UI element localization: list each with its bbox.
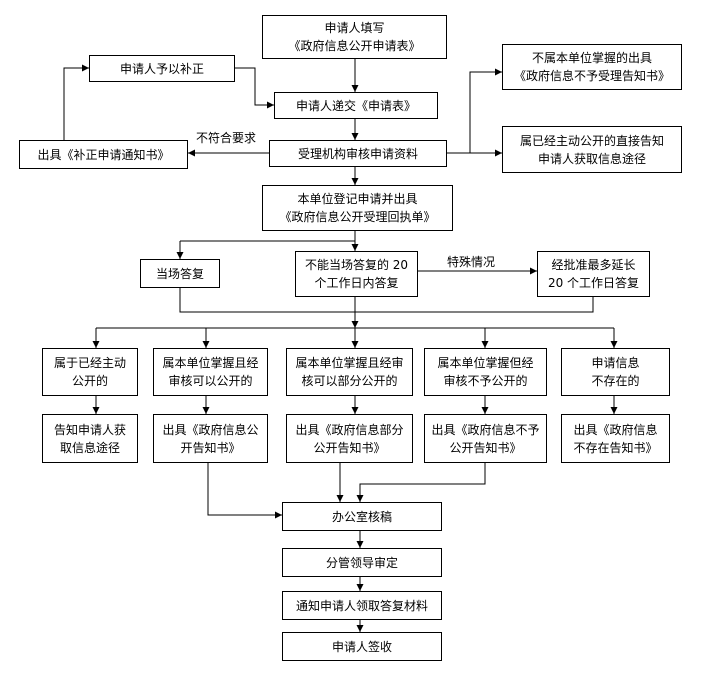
edge-correction-to-submit-arrowhead (267, 101, 274, 109)
node-out2: 出具《政府信息公 开告知书》 (153, 414, 268, 463)
node-not-held-text: 不属本单位掌握的出具 《政府信息不予受理告知书》 (513, 51, 670, 83)
node-already-public-text: 属已经主动公开的直接告知 申请人获取信息途径 (519, 133, 664, 166)
node-issue-supplement: 出具《补正申请通知书》 (19, 140, 188, 169)
node-out3: 出具《政府信息部分 公开告知书》 (286, 414, 413, 463)
node-within-20: 不能当场答复的 20 个工作日内答复 (295, 251, 418, 297)
label-not-meet: 不符合要求 (196, 131, 257, 145)
node-fill-form: 申请人填写 《政府信息公开申请表》 (262, 15, 447, 59)
node-cat1: 属于已经主动 公开的 (42, 348, 138, 396)
node-out4-text: 出具《政府信息不予 公开告知书》 (431, 422, 540, 455)
edge-split-to-immediate-arrowhead (176, 252, 184, 259)
edge-fill-to-submit-arrowhead (351, 85, 359, 92)
edge-cat4-out4-arrowhead (481, 407, 489, 414)
edge-notify-to-sign-arrowhead (356, 625, 364, 632)
label-special: 特殊情况 (447, 255, 496, 269)
edge-dist-cat1-arrowhead (92, 341, 100, 348)
edge-cat2-out2-arrowhead (202, 407, 210, 414)
node-out5: 出具《政府信息 不存在告知书》 (561, 414, 670, 463)
edge-cat3-out3-arrowhead (351, 407, 359, 414)
node-extended: 经批准最多延长 20 个工作日答复 (537, 251, 650, 297)
edge-review-to-issue-arrowhead (188, 149, 195, 157)
node-cat3-text: 属本单位掌握且经审 核可以部分公开的 (295, 356, 404, 388)
node-correction-text: 申请人予以补正 (119, 61, 204, 76)
node-cat2: 属本单位掌握且经 审核可以公开的 (153, 348, 268, 396)
edge-gather-down-arrowhead (351, 321, 359, 328)
edge-within20-to-extended-arrowhead (530, 267, 537, 275)
node-correction: 申请人予以补正 (89, 55, 235, 82)
node-cat2-text: 属本单位掌握且经 审核可以公开的 (162, 356, 259, 388)
edge-split-to-within20-arrowhead (351, 244, 359, 251)
edge-issue-to-correction-arrowhead (82, 64, 89, 72)
node-office-review-text: 办公室核稿 (331, 509, 392, 524)
edge-cat5-out5-arrowhead (610, 407, 618, 414)
node-submit-form: 申请人递交《申请表》 (274, 92, 438, 119)
edge-issue-to-correction (63, 67, 89, 140)
node-leader-approve-text: 分管领导审定 (325, 555, 398, 570)
node-notify: 通知申请人领取答复材料 (282, 591, 442, 620)
node-within-20-text: 不能当场答复的 20 个工作日内答复 (304, 258, 409, 290)
edge-office-to-leader-arrowhead (356, 541, 364, 548)
edge-review-to-register-arrowhead (351, 178, 359, 185)
node-cat3: 属本单位掌握且经审 核可以部分公开的 (286, 348, 413, 396)
edge-review-to-public-arrowhead (495, 149, 502, 157)
edge-review-to-notheld (447, 71, 502, 154)
node-cat4-text: 属本单位掌握但经 审核不予公开的 (437, 356, 534, 388)
edge-dist-cat5-arrowhead (610, 341, 618, 348)
node-fill-form-text: 申请人填写 《政府信息公开申请表》 (288, 21, 421, 53)
node-not-held: 不属本单位掌握的出具 《政府信息不予受理告知书》 (502, 44, 682, 90)
edge-dist-cat2-arrowhead (202, 341, 210, 348)
node-out1: 告知申请人获 取信息途径 (42, 414, 138, 463)
edge-submit-to-review-arrowhead (351, 133, 359, 140)
node-review: 受理机构审核申请资料 (269, 140, 447, 167)
node-extended-text: 经批准最多延长 20 个工作日答复 (547, 258, 640, 290)
node-register: 本单位登记申请并出具 《政府信息公开受理回执单》 (262, 185, 453, 231)
node-leader-approve: 分管领导审定 (282, 548, 442, 577)
node-notify-text: 通知申请人领取答复材料 (295, 598, 428, 613)
node-immediate-text: 当场答复 (155, 266, 204, 281)
node-out5-text: 出具《政府信息 不存在告知书》 (573, 422, 658, 455)
edge-leader-to-notify-arrowhead (356, 584, 364, 591)
node-cat4: 属本单位掌握但经 审核不予公开的 (424, 348, 547, 396)
edge-out3-to-office-arrowhead (336, 495, 344, 502)
node-immediate: 当场答复 (140, 259, 220, 288)
edge-out4-to-office (359, 463, 486, 502)
node-cat1-text: 属于已经主动 公开的 (53, 356, 126, 388)
node-cat5-text: 申请信息 不存在的 (591, 356, 640, 388)
node-sign-text: 申请人签收 (331, 639, 392, 654)
edge-review-to-notheld-arrowhead (495, 68, 502, 76)
node-out4: 出具《政府信息不予 公开告知书》 (424, 414, 547, 463)
node-cat5: 申请信息 不存在的 (561, 348, 670, 396)
node-register-text: 本单位登记申请并出具 《政府信息公开受理回执单》 (279, 192, 436, 224)
edge-out4-to-office-arrowhead (356, 495, 364, 502)
node-office-review: 办公室核稿 (282, 502, 442, 531)
edge-out2-to-office (207, 463, 282, 516)
node-out1-text: 告知申请人获 取信息途径 (53, 422, 126, 455)
node-out2-text: 出具《政府信息公 开告知书》 (162, 422, 259, 455)
edge-dist-cat4-arrowhead (481, 341, 489, 348)
edge-cat1-out1-arrowhead (92, 407, 100, 414)
edge-extended-down (355, 297, 594, 313)
edge-out2-to-office-arrowhead (275, 511, 282, 519)
edge-correction-to-submit (235, 67, 274, 106)
node-issue-supplement-text: 出具《补正申请通知书》 (37, 147, 170, 162)
node-review-text: 受理机构审核申请资料 (297, 146, 418, 161)
node-out3-text: 出具《政府信息部分 公开告知书》 (295, 422, 404, 455)
node-already-public: 属已经主动公开的直接告知 申请人获取信息途径 (502, 126, 682, 173)
node-submit-form-text: 申请人递交《申请表》 (295, 98, 416, 113)
node-sign: 申请人签收 (282, 632, 442, 661)
edge-dist-cat3-arrowhead (351, 341, 359, 348)
